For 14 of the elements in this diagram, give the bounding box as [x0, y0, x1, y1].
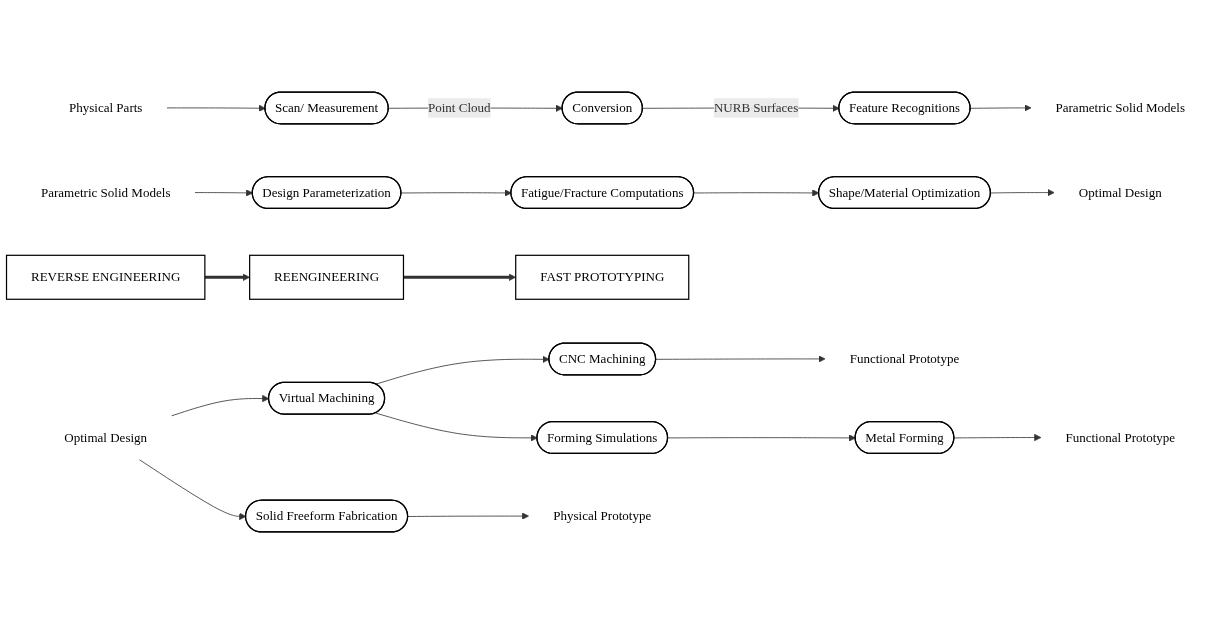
edge-label: Point Cloud	[427, 100, 491, 115]
node-text: Functional Prototype	[1065, 430, 1176, 445]
node-box: REVERSE ENGINEERING	[5, 254, 206, 300]
edge-label: NURB Surfaces	[713, 100, 799, 115]
arrow	[204, 273, 250, 281]
node-text: Functional Prototype	[849, 351, 960, 366]
node-box: REENGINEERING	[249, 254, 405, 300]
node-text: Parametric Solid Models	[1055, 100, 1186, 115]
node-text: Parametric Solid Models	[40, 185, 171, 200]
node-text: Physical Parts	[68, 100, 143, 115]
node-text: Physical Prototype	[553, 508, 652, 523]
node-text: Optimal Design	[1078, 185, 1162, 200]
node-box: FAST PROTOTYPING	[515, 254, 690, 300]
node-text: Optimal Design	[64, 430, 148, 445]
